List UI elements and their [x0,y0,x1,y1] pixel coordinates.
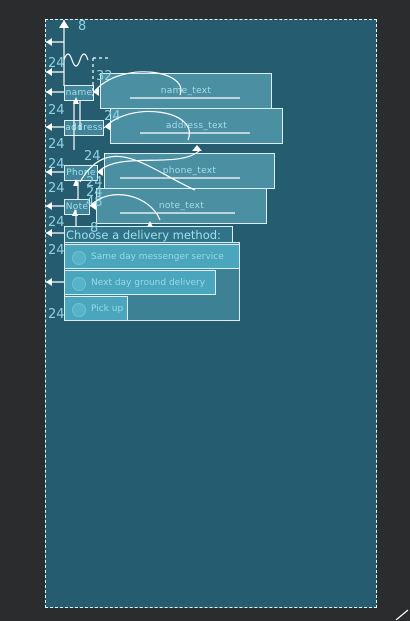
note-field[interactable]: note_text [96,188,267,224]
margin-label: 24 [48,181,65,196]
margin-label: 24 [84,149,101,164]
margin-label: 24 [48,137,65,152]
margin-label: 24 [48,56,65,71]
margin-label: 24 [48,157,65,172]
radio-circle-icon [72,277,86,291]
radio-circle-icon [72,251,86,265]
radio-pick-up[interactable]: Pick up [64,296,128,321]
margin-label: 24 [48,103,65,118]
margin-label: 24 [48,307,65,322]
margin-label: 8 [90,221,99,236]
name-label[interactable]: name [64,85,94,101]
radio-same-day[interactable]: Same day messenger service [64,244,240,269]
radio-circle-icon [72,303,86,317]
name-field[interactable]: name_text [100,73,272,109]
margin-label: 8 [78,19,87,34]
margin-label: 24 [48,215,65,230]
margin-label: 24 [48,243,65,258]
margin-label: 48 [86,195,103,210]
margin-label: 32 [96,69,113,84]
radio-next-day[interactable]: Next day ground delivery [64,270,216,295]
margin-label: 24 [104,109,121,124]
address-field[interactable]: address_text [110,108,283,144]
phone-field[interactable]: phone_text [104,153,275,189]
address-label[interactable]: address [64,120,104,136]
